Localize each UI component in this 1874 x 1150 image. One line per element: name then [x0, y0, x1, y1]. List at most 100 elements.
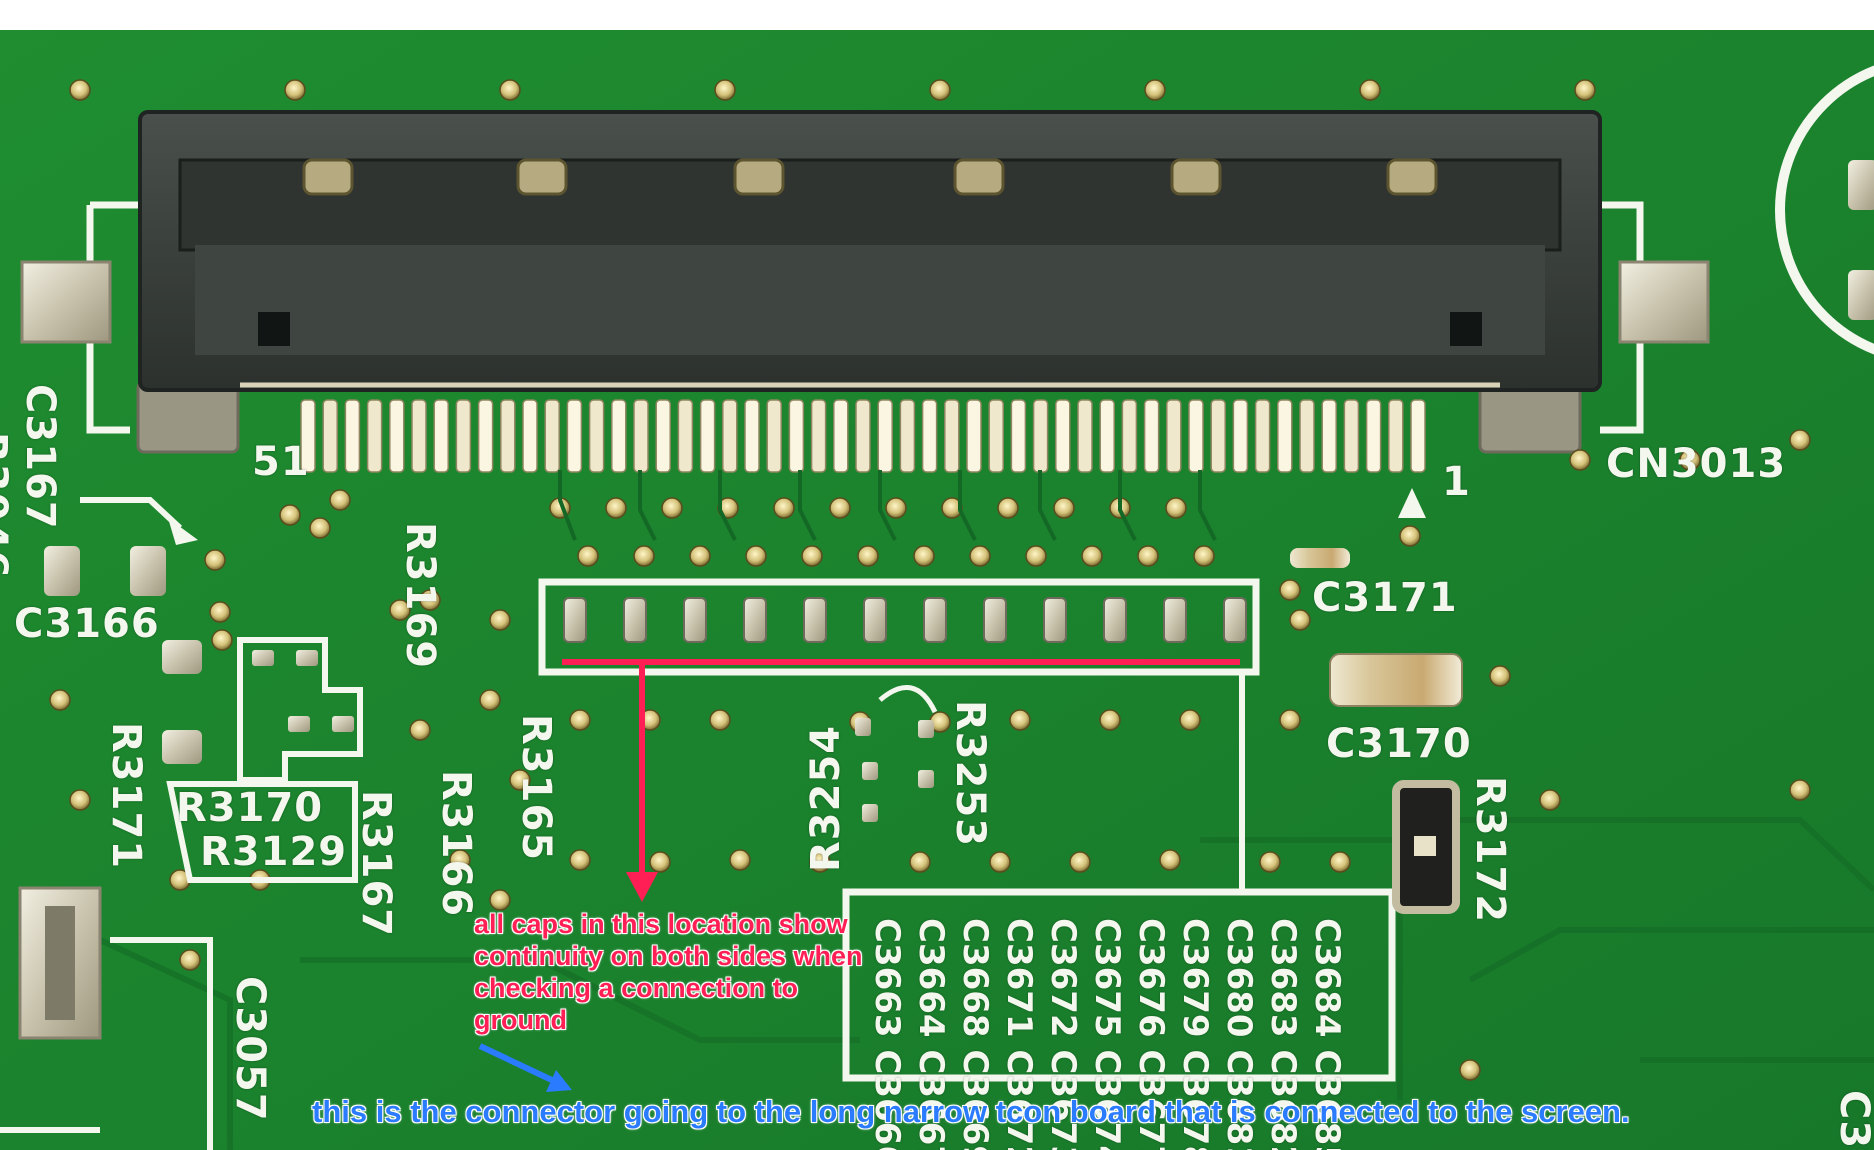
via	[1159, 849, 1181, 871]
connector-pin	[588, 399, 605, 473]
connector-pin	[966, 399, 982, 473]
connector-pin	[500, 399, 516, 473]
annotation-red-note: all caps in this location show continuit…	[474, 909, 863, 1035]
label-r3046: R3046	[0, 432, 15, 580]
connector-pin	[411, 399, 427, 473]
via	[49, 689, 71, 711]
connector-pin	[389, 399, 405, 473]
r3171-pad-2	[162, 640, 202, 674]
connector-pin	[566, 399, 583, 473]
fanout-traces	[558, 470, 1217, 541]
array-capacitor	[1223, 597, 1247, 643]
via	[489, 609, 511, 631]
array-capacitor	[563, 597, 587, 643]
array-capacitor	[803, 597, 827, 643]
via	[1679, 449, 1701, 471]
connector-pin	[1232, 399, 1249, 473]
connector-pin	[1055, 399, 1071, 473]
r3253-r3254-pads	[855, 718, 934, 822]
via	[204, 549, 226, 571]
connector-pin	[300, 399, 316, 473]
cap-label-box	[842, 888, 1396, 1082]
connector-pin	[677, 399, 694, 473]
via	[577, 545, 599, 567]
label-c3171: C3171	[1312, 575, 1458, 621]
connector-notch-right	[1450, 312, 1482, 346]
array-capacitor	[743, 597, 767, 643]
connector-pin	[1277, 399, 1293, 473]
white-background-top	[0, 0, 1874, 30]
via	[729, 849, 751, 871]
connector-left-tab	[136, 380, 240, 454]
via	[773, 497, 795, 519]
connector-pin	[1032, 399, 1049, 473]
via	[913, 545, 935, 567]
via	[409, 719, 431, 741]
blue-arrow-shaft	[478, 1043, 558, 1085]
connector-pin	[699, 399, 716, 473]
via	[689, 545, 711, 567]
connector-pin	[655, 399, 671, 473]
connector-pin	[944, 399, 960, 473]
via	[419, 589, 441, 611]
via	[1279, 709, 1301, 731]
connector-pin	[1365, 399, 1382, 473]
via	[661, 497, 683, 519]
right-edge-pad-2	[1848, 270, 1874, 320]
via	[329, 489, 351, 511]
connector-pin-row	[300, 399, 1426, 473]
connector-pin	[766, 399, 782, 473]
left-smd-pads	[252, 650, 354, 732]
connector-pin	[899, 399, 916, 473]
via	[1009, 709, 1031, 731]
via	[1193, 545, 1215, 567]
array-capacitor	[923, 597, 947, 643]
via	[69, 789, 91, 811]
array-capacitor	[1163, 597, 1187, 643]
via	[909, 851, 931, 873]
connector-pin	[611, 399, 627, 473]
label-r3253: R3253	[947, 700, 993, 848]
via	[499, 79, 521, 101]
connector-pin	[1166, 399, 1182, 473]
via	[709, 709, 731, 731]
connector-pin	[788, 399, 805, 473]
array-capacitor	[683, 597, 707, 643]
array-capacitor	[863, 597, 887, 643]
connector-pin	[833, 399, 849, 473]
connector-lid	[178, 158, 1562, 252]
via	[1489, 665, 1511, 687]
via	[649, 851, 671, 873]
via	[569, 849, 591, 871]
connector-pin	[1254, 399, 1271, 473]
via	[885, 497, 907, 519]
connector-pin	[344, 399, 361, 473]
label-r3167: R3167	[353, 790, 399, 938]
label-r3170: R3170	[176, 785, 324, 831]
via	[1025, 545, 1047, 567]
connector-pin	[1210, 399, 1226, 473]
array-capacitor	[1103, 597, 1127, 643]
connector-pin	[366, 399, 383, 473]
via	[279, 504, 301, 526]
via	[714, 79, 736, 101]
label-c3057: C3057	[227, 976, 273, 1122]
connector-pin	[1188, 399, 1204, 473]
array-capacitor	[623, 597, 647, 643]
via	[857, 545, 879, 567]
label-r3172: R3172	[1467, 776, 1513, 924]
label-c3-partial: C3	[1831, 1090, 1874, 1150]
connector-pin	[433, 399, 449, 473]
via	[69, 79, 91, 101]
blue-arrow-head	[546, 1070, 572, 1092]
red-arrow-head	[626, 872, 658, 902]
label-c3166: C3166	[14, 601, 160, 647]
via	[745, 545, 767, 567]
via	[1359, 79, 1381, 101]
connector-pin	[322, 399, 338, 473]
via	[633, 545, 655, 567]
r3171-pad	[162, 730, 202, 764]
